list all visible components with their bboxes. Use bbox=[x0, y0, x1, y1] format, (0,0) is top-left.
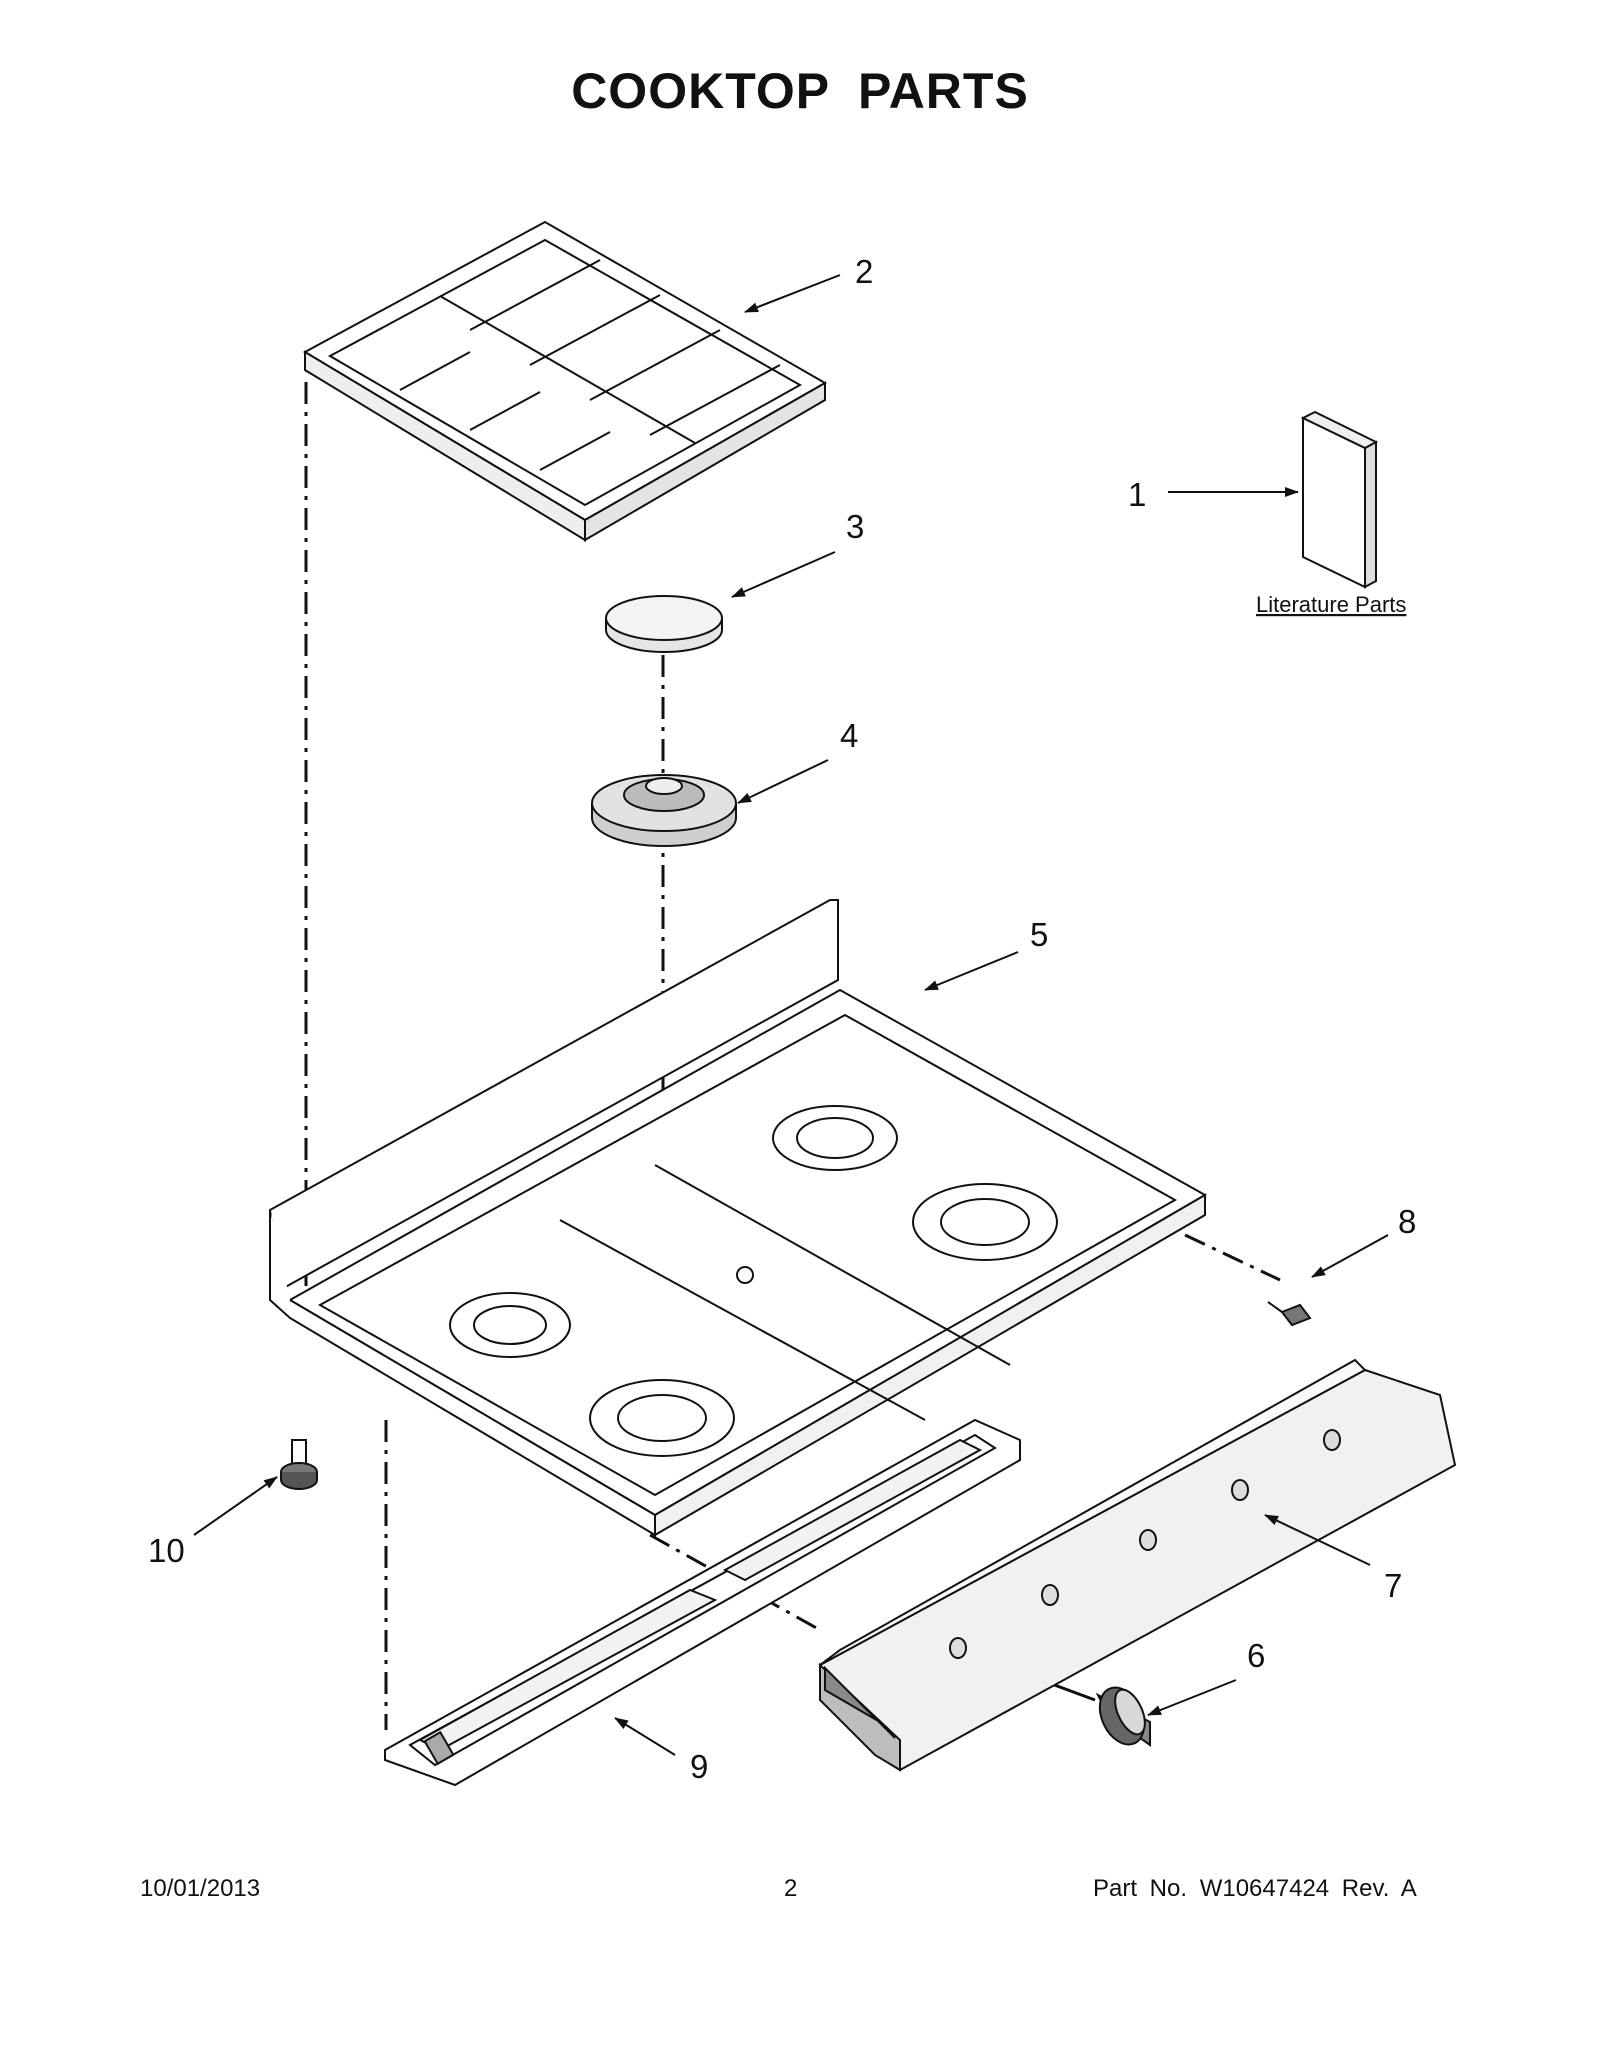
callout-number-1: 1 bbox=[1128, 476, 1146, 513]
callout-number-10: 10 bbox=[148, 1532, 185, 1569]
literature-part bbox=[1300, 410, 1379, 589]
manifold-panel-part bbox=[818, 1358, 1457, 1772]
footer-part-number: Part No. W10647424 Rev. A bbox=[1093, 1875, 1417, 1902]
grate-part bbox=[302, 220, 828, 542]
callout-number-3: 3 bbox=[846, 508, 864, 545]
knob-part bbox=[1095, 1686, 1151, 1747]
callout-number-8: 8 bbox=[1398, 1203, 1416, 1240]
callout-number-5: 5 bbox=[1030, 916, 1048, 953]
footer-page-number: 2 bbox=[784, 1875, 798, 1902]
bracket-part bbox=[384, 1418, 1021, 1787]
footer-date: 10/01/2013 bbox=[140, 1875, 261, 1902]
callout-number-4: 4 bbox=[840, 717, 858, 754]
cooktop-part bbox=[268, 899, 1208, 1537]
callout-number-2: 2 bbox=[855, 253, 873, 290]
callout-number-9: 9 bbox=[690, 1748, 708, 1785]
burner-base-part bbox=[591, 774, 737, 847]
screw-part bbox=[1267, 1301, 1312, 1327]
callout-number-6: 6 bbox=[1247, 1637, 1265, 1674]
burner-cap-part bbox=[605, 595, 723, 653]
callout-number-7: 7 bbox=[1384, 1567, 1402, 1604]
leader-arrows bbox=[193, 274, 1389, 1756]
page-title: COOKTOP PARTS bbox=[571, 63, 1029, 119]
leveling-leg-part bbox=[280, 1439, 318, 1490]
literature-parts-label: Literature Parts bbox=[1256, 592, 1406, 617]
